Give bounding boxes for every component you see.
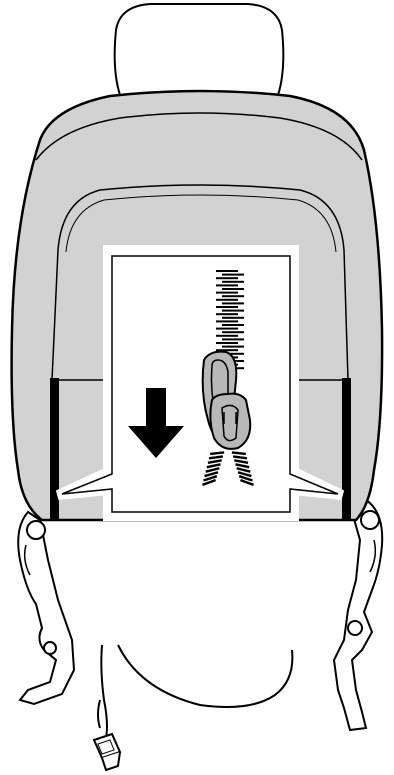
left-strap xyxy=(50,378,59,520)
zipper-tooth xyxy=(216,328,238,330)
left-bracket xyxy=(18,512,74,704)
headrest xyxy=(115,4,284,104)
zipper-tooth xyxy=(216,306,238,308)
zipper-tooth xyxy=(222,331,244,333)
zipper-tooth xyxy=(222,324,244,326)
zipper-tooth xyxy=(216,320,238,322)
right-strap xyxy=(342,378,351,520)
zipper-tooth xyxy=(216,342,238,344)
right-bracket xyxy=(334,500,382,730)
zipper-tooth xyxy=(216,284,238,286)
zipper-tooth xyxy=(222,288,244,290)
wiring-harness-branch xyxy=(98,700,100,728)
zipper-tooth xyxy=(222,317,244,319)
zipper-tooth xyxy=(222,338,244,340)
zipper-tooth xyxy=(216,299,238,301)
zipper-tooth xyxy=(216,270,238,272)
zipper-tooth xyxy=(222,346,244,348)
zipper-tooth xyxy=(222,302,244,304)
zipper-tooth xyxy=(222,295,244,297)
zipper-tooth xyxy=(216,292,238,294)
zipper-tooth xyxy=(222,281,244,283)
zipper-tooth xyxy=(216,313,238,315)
zipper-tooth xyxy=(222,310,244,312)
zipper-tooth xyxy=(216,277,238,279)
zipper-tooth xyxy=(216,335,238,337)
wiring-harness xyxy=(101,645,107,745)
connector-plug xyxy=(94,734,120,770)
wiring-harness-loop xyxy=(118,645,292,707)
zipper-tooth xyxy=(222,274,244,276)
